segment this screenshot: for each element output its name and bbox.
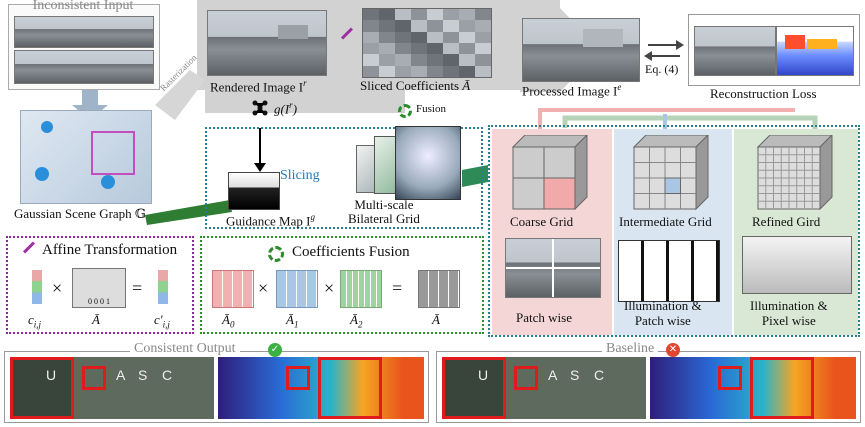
color-vector-in	[32, 270, 42, 304]
sliced-coefficients-image	[362, 8, 492, 78]
intermediate-grid-label: Intermediate Grid	[619, 214, 712, 229]
arrow-head-icon	[254, 163, 266, 172]
highlight-box	[718, 366, 742, 390]
rasterization-band	[155, 70, 205, 120]
guidance-map-label: Guidance Map Ig	[226, 212, 315, 229]
slicing-label: Slicing	[280, 168, 320, 183]
patch-wise-image	[505, 238, 601, 298]
refined-grid-icon	[756, 135, 833, 211]
input-image-2	[14, 50, 154, 84]
green-arrow	[145, 200, 232, 225]
highlight-box	[82, 366, 106, 390]
highlight-box	[10, 357, 74, 419]
eq-label: Eq. (4)	[645, 62, 679, 76]
reconstruction-loss-label: Reconstruction Loss	[710, 86, 817, 101]
rendered-label-band	[205, 88, 405, 113]
illumination-patch-image	[618, 240, 720, 302]
processed-image	[522, 18, 640, 82]
coarse-grid-label: Coarse Grid	[510, 214, 574, 229]
affine-title: Affine Transformation	[42, 242, 178, 258]
illumination-pixel-label: Illumination &Pixel wise	[750, 298, 828, 328]
consistent-depth-image	[218, 357, 424, 419]
times-symbol: ×	[52, 278, 63, 298]
input-image-1	[14, 16, 154, 48]
reconstruction-rgb	[694, 26, 776, 76]
grids-panel	[488, 125, 860, 337]
highlight-box	[286, 366, 310, 390]
inconsistent-input-title: Inconsistent Input	[32, 0, 134, 13]
network-icon	[252, 100, 268, 116]
affine-panel	[6, 236, 194, 334]
arrow-left-icon	[644, 51, 652, 61]
baseline-label: Baseline	[602, 341, 659, 357]
fusion-label: Fusion	[416, 103, 446, 115]
c-out-label: c′i,j	[154, 312, 170, 330]
a-matrix	[418, 270, 460, 308]
cross-icon: ✕	[666, 343, 680, 357]
reconstruction-depth	[776, 26, 854, 76]
c-in-label: ci,j	[28, 312, 42, 330]
guidance-map-image	[228, 172, 280, 210]
equals-symbol: =	[132, 278, 143, 298]
gaussian-blob-icon	[101, 175, 115, 189]
highlight-box	[442, 357, 506, 419]
bilateral-panel	[205, 127, 483, 229]
color-vector-out	[158, 270, 168, 304]
a1-matrix	[276, 270, 318, 308]
times-symbol: ×	[258, 278, 269, 298]
gaussian-blob-icon	[35, 167, 49, 181]
baseline-rgb-image: U A S C	[442, 357, 646, 419]
coefficients-fusion-title: Coefficients Fusion	[292, 244, 410, 260]
times-symbol: ×	[324, 278, 335, 298]
gaussian-scene-graph-label: Gaussian Scene Graph 𝔾	[14, 206, 147, 221]
refined-grid-label: Refined Gird	[752, 214, 821, 229]
illumination-patch-label: Illumination &Patch wise	[624, 298, 702, 328]
highlight-box	[514, 366, 538, 390]
fusion-icon	[268, 246, 284, 262]
processed-image-label: Processed Image Ie	[522, 82, 622, 99]
equals-symbol: =	[392, 278, 403, 298]
gaussian-blob-icon	[41, 121, 53, 133]
grid-layer-large	[395, 126, 461, 200]
baseline-depth-image	[650, 357, 856, 419]
sliced-coefficients-label: Sliced Coefficients Ā	[360, 78, 471, 93]
arrow-right-icon	[676, 40, 684, 50]
g-function-label: g(Ir)	[274, 100, 298, 117]
a2-matrix	[340, 270, 382, 308]
highlight-box	[318, 357, 382, 419]
rendered-image	[207, 10, 327, 76]
coarse-grid-icon	[511, 135, 588, 211]
consistent-output-label: Consistent Output	[130, 341, 240, 357]
affine-matrix: 0 0 0 1	[72, 268, 126, 308]
fusion-icon	[398, 104, 412, 118]
a-label: Ā	[432, 312, 440, 327]
a2-label: Ā2	[350, 312, 363, 330]
a1-label: Ā1	[286, 312, 299, 330]
patch-wise-label: Patch wise	[516, 310, 572, 325]
intermediate-grid-icon	[632, 135, 709, 211]
consistent-rgb-image: U A S C	[10, 357, 214, 419]
highlight-box	[750, 357, 814, 419]
a-bar-label: Ā	[92, 312, 100, 327]
scene-graph-cube	[20, 110, 152, 204]
check-icon: ✓	[268, 343, 282, 357]
coefficients-fusion-panel	[200, 236, 484, 334]
rendered-image-label: Rendered Image Ir	[210, 78, 307, 95]
a0-label: Ā0	[222, 312, 235, 330]
illumination-pixel-image	[742, 236, 852, 294]
a0-matrix	[212, 270, 254, 308]
